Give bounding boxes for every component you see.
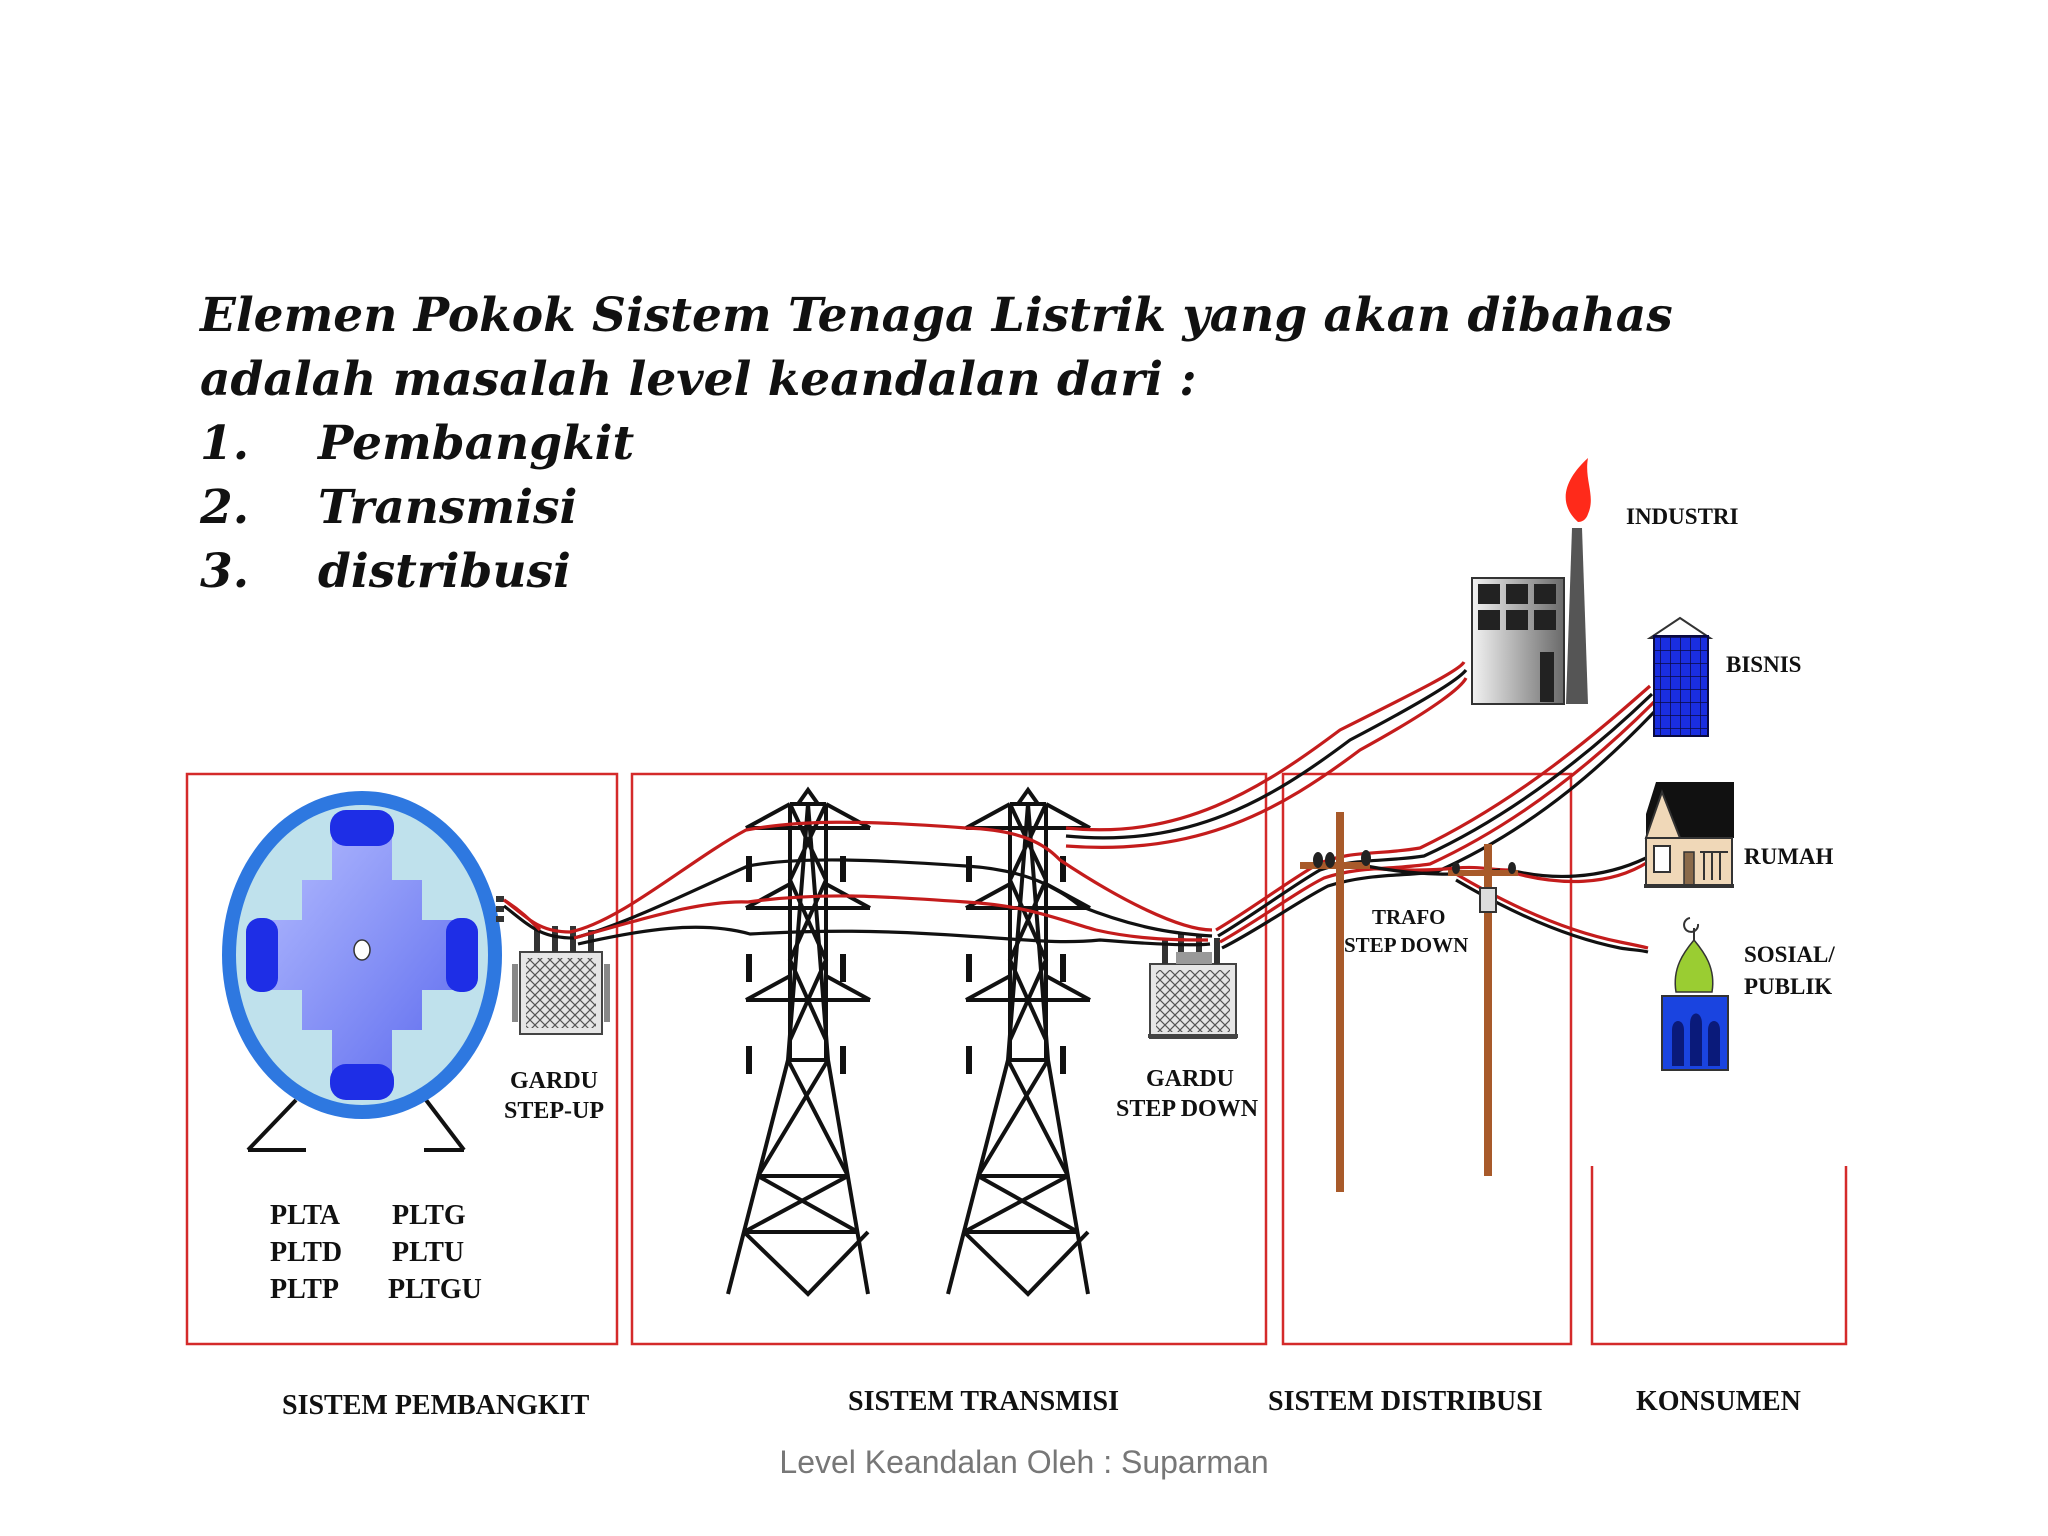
mosque-icon xyxy=(1661,917,1729,1071)
section-box-konsumen xyxy=(1590,1166,1848,1346)
label-trafo-step-down-2: STEP DOWN xyxy=(1344,933,1468,957)
transmission-tower-icon xyxy=(726,786,871,1297)
distribution-pole-icon xyxy=(1300,812,1371,1192)
label-gardu-step-down-2: STEP DOWN xyxy=(1116,1096,1259,1122)
gen-type: PLTU xyxy=(392,1237,464,1268)
label-gardu-step-down-1: GARDU xyxy=(1146,1066,1234,1092)
heading-line-2: adalah masalah level keandalan dari : xyxy=(200,352,1197,407)
section-label-transmisi: SISTEM TRANSMISI xyxy=(848,1386,1119,1417)
label-sosial-2: PUBLIK xyxy=(1744,974,1832,999)
heading: Elemen Pokok Sistem Tenaga Listrik yang … xyxy=(200,284,1673,604)
section-label-pembangkit: SISTEM PEMBANGKIT xyxy=(282,1390,590,1421)
step-up-transformer-icon xyxy=(512,926,610,1035)
gen-type: PLTA xyxy=(270,1200,341,1231)
label-rumah: RUMAH xyxy=(1744,844,1834,869)
list-item: 3.distribusi xyxy=(200,544,571,599)
business-building-icon xyxy=(1646,616,1714,737)
label-bisnis: BISNIS xyxy=(1726,652,1801,677)
list-item-label: distribusi xyxy=(318,544,571,599)
label-trafo-step-down-1: TRAFO xyxy=(1372,905,1446,929)
list-item-label: Transmisi xyxy=(318,480,578,535)
label-industri: INDUSTRI xyxy=(1626,504,1739,529)
insulators xyxy=(746,856,1066,1074)
generator-icon xyxy=(222,791,504,1152)
gen-type: PLTP xyxy=(270,1274,339,1305)
house-icon xyxy=(1644,782,1734,888)
distribution-pole-icon xyxy=(1448,844,1518,1176)
step-down-transformer-icon xyxy=(1148,934,1238,1039)
footer-credit: Level Keandalan Oleh : Suparman xyxy=(779,1444,1269,1480)
section-label-konsumen: KONSUMEN xyxy=(1636,1386,1801,1417)
list-item: 1.Pembangkit xyxy=(200,416,635,471)
section-box-transmisi xyxy=(630,772,1268,1346)
list-item: 2.Transmisi xyxy=(200,480,578,535)
transmission-tower-icon xyxy=(946,786,1091,1297)
label-gardu-step-up-1: GARDU xyxy=(510,1068,598,1094)
label-gardu-step-up-2: STEP-UP xyxy=(504,1098,604,1124)
section-box-distribusi xyxy=(1281,772,1573,1346)
gen-type: PLTD xyxy=(270,1237,342,1268)
heading-line-1: Elemen Pokok Sistem Tenaga Listrik yang … xyxy=(200,288,1673,343)
flame-icon xyxy=(1565,458,1591,522)
gen-type: PLTG xyxy=(392,1200,466,1231)
industry-building-icon xyxy=(1471,458,1591,705)
section-box-pembangkit xyxy=(185,772,619,1346)
gen-type: PLTGU xyxy=(388,1274,482,1305)
list-item-label: Pembangkit xyxy=(318,416,635,471)
section-label-distribusi: SISTEM DISTRIBUSI xyxy=(1268,1386,1543,1417)
label-sosial-1: SOSIAL/ xyxy=(1744,942,1835,967)
